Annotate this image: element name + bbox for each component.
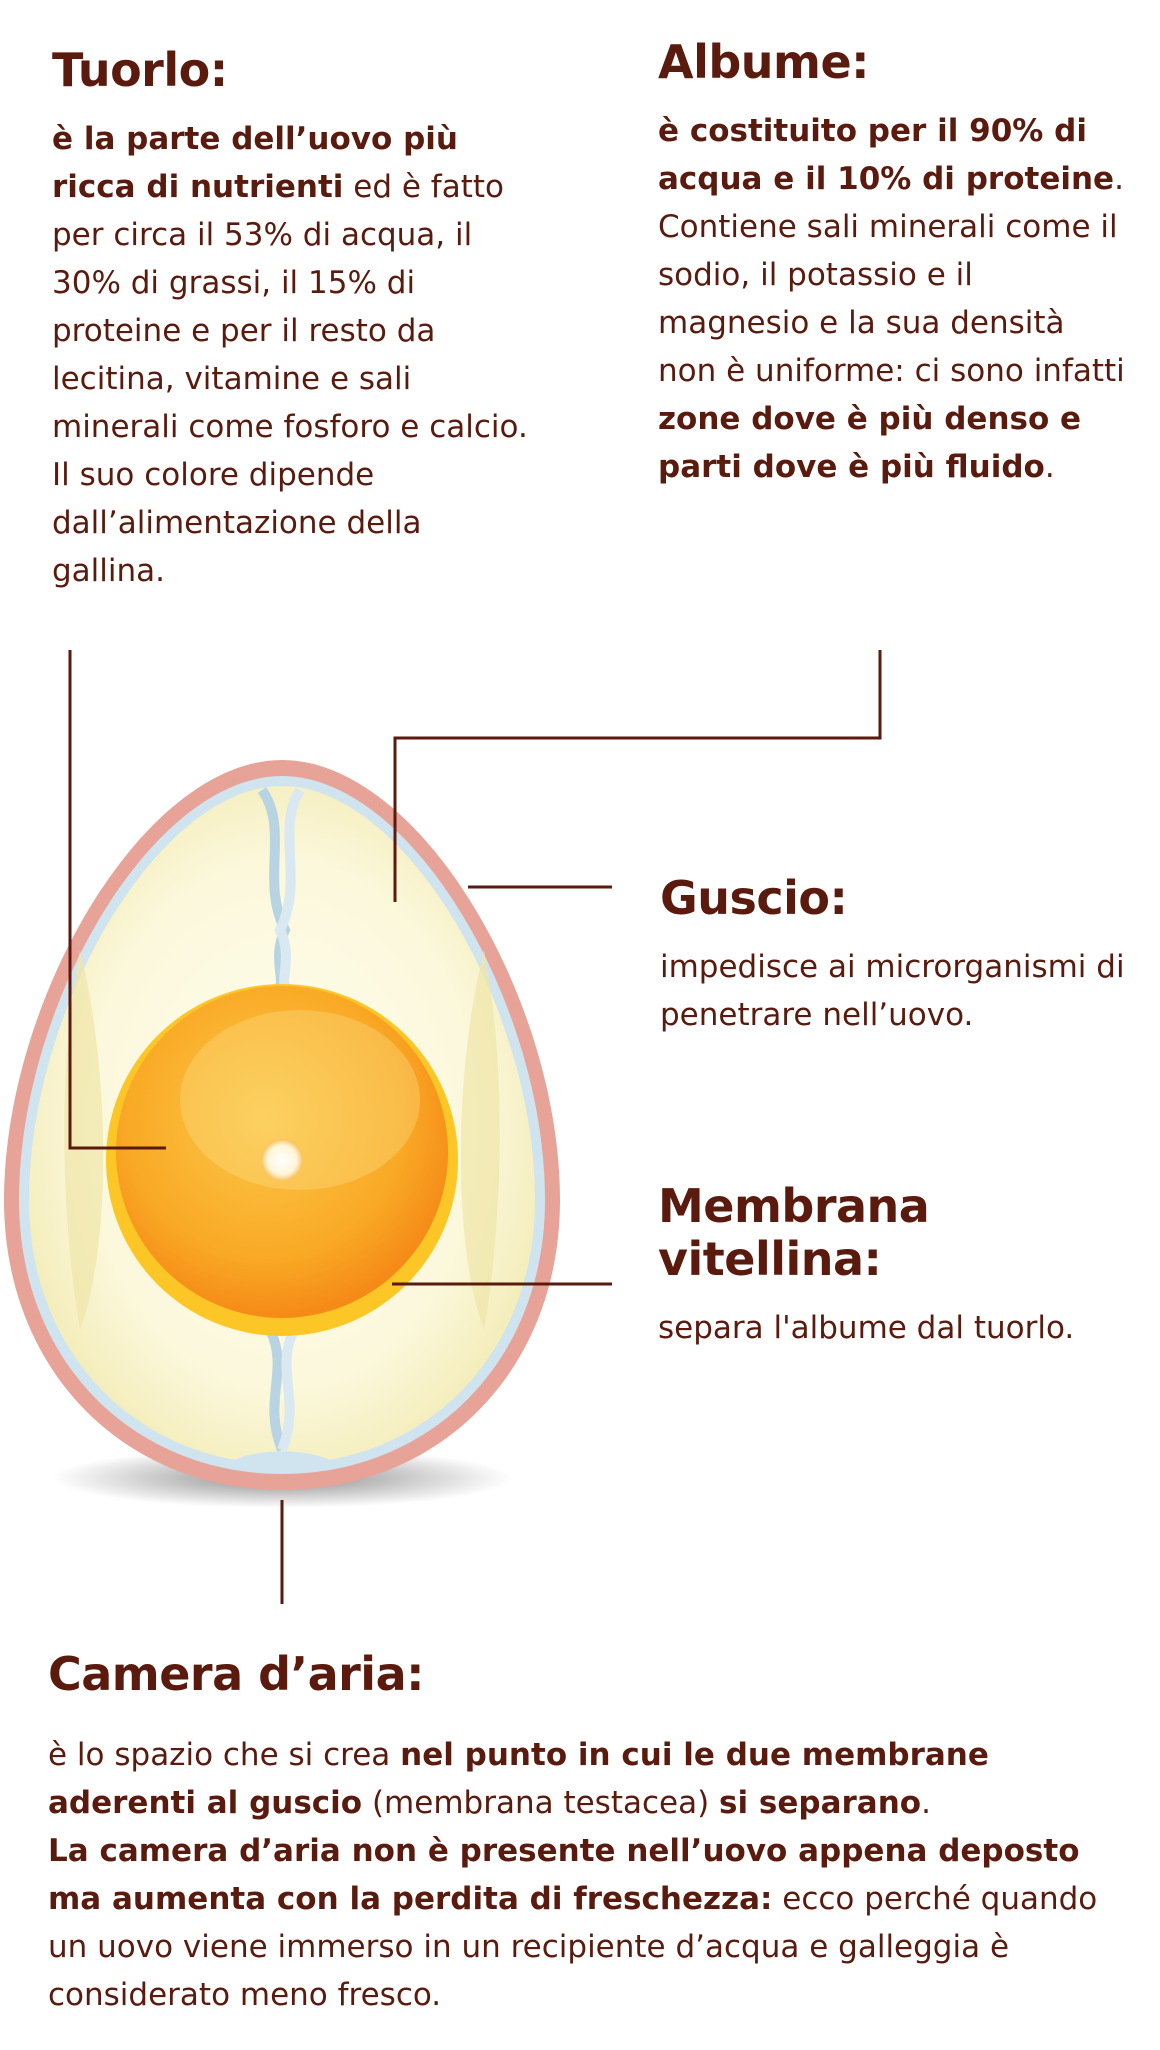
membrana-title: Membrana vitellina: xyxy=(658,1179,930,1286)
membrana-text: separa l'albume dal tuorlo. xyxy=(658,1309,1075,1346)
leader-line-tuorlo xyxy=(68,650,166,1150)
albume-text-bold-2: zone dove è più denso e parti dove è più… xyxy=(658,400,1082,485)
albume-text: è costituito per il 90% di acqua e il 10… xyxy=(658,107,1128,491)
camera-text-7: ecco perché quando un uovo viene immerso… xyxy=(48,1880,1098,2013)
chalaza-top xyxy=(257,787,305,991)
air-cell xyxy=(232,1451,332,1467)
camera-text-5: . xyxy=(921,1784,931,1821)
albume-title: Albume: xyxy=(658,35,870,89)
albumen-dense-right xyxy=(460,950,500,1330)
tuorlo-text-rest: ed è fatto per circa il 53% di acqua, il… xyxy=(52,168,528,589)
tuorlo-text: è la parte dell’uovo più ricca di nutrie… xyxy=(52,115,532,595)
tuorlo-callout: Tuorlo: è la parte dell’uovo più ricca d… xyxy=(52,44,532,595)
yolk-highlight xyxy=(180,1010,420,1190)
camera-callout: Camera d’aria: è lo spazio che si crea n… xyxy=(48,1648,1128,2019)
albume-callout: Albume: è costituito per il 90% di acqua… xyxy=(658,36,1128,491)
germinal-disc xyxy=(261,1139,303,1181)
albume-text-bold-1: è costituito per il 90% di acqua e il 10… xyxy=(658,112,1115,197)
leader-line-albume xyxy=(393,650,882,902)
camera-text-1: è lo spazio che si crea xyxy=(48,1736,401,1773)
albumen-dense-left xyxy=(64,950,104,1330)
camera-text: è lo spazio che si crea nel punto in cui… xyxy=(48,1731,1128,2019)
guscio-title: Guscio: xyxy=(660,871,848,925)
guscio-callout: Guscio: impedisce ai microrganismi di pe… xyxy=(660,872,1140,1039)
guscio-text: impedisce ai microrganismi di penetrare … xyxy=(660,948,1125,1033)
chalaza-bottom xyxy=(265,1327,299,1452)
albume-text-rest-1: . Contiene sali minerali come il sodio, … xyxy=(658,160,1125,389)
tuorlo-title: Tuorlo: xyxy=(52,43,228,97)
camera-title: Camera d’aria: xyxy=(48,1647,425,1701)
membrana-callout: Membrana vitellina: separa l'albume dal … xyxy=(658,1180,1138,1352)
camera-text-6-bold: La camera d’aria non è presente nell’uov… xyxy=(48,1832,1080,1917)
camera-text-2-bold: nel punto in cui le due membrane aderent… xyxy=(48,1736,989,1821)
camera-text-4-bold: si separano xyxy=(719,1784,922,1821)
albume-text-rest-2: . xyxy=(1044,448,1055,485)
tuorlo-text-bold: è la parte dell’uovo più ricca di nutrie… xyxy=(52,120,458,205)
camera-text-3: (membrana testacea) xyxy=(362,1784,720,1821)
